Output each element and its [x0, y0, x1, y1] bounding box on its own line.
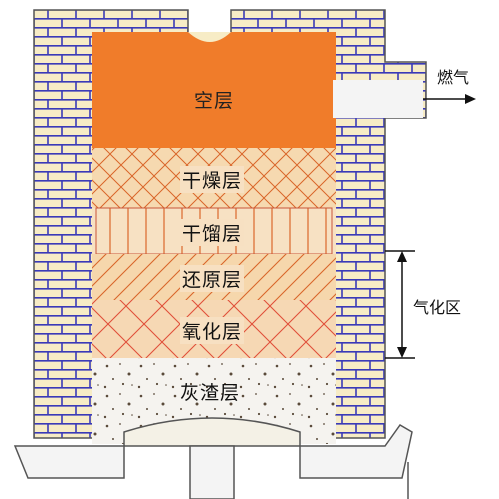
- base-left: [13, 445, 125, 479]
- base-center: [189, 445, 235, 499]
- drying-layer-label: 干燥层: [180, 166, 245, 193]
- ash-layer-label: 灰渣层: [180, 382, 241, 404]
- reduction-layer-label: 还原层: [180, 265, 245, 292]
- outlet-label: 燃气: [437, 68, 470, 87]
- gasification-zone-label: 气化区: [413, 298, 462, 317]
- base-right: [299, 424, 413, 479]
- outlet-pipe: [333, 80, 423, 118]
- space-layer-label: 空层: [193, 90, 234, 112]
- grate-dome: [123, 417, 301, 447]
- distillation-layer-label: 干馏层: [180, 219, 245, 246]
- space-layer: [92, 32, 336, 148]
- gasification-bracket: [385, 250, 415, 359]
- oxidation-layer-label: 氧化层: [180, 317, 245, 344]
- top-inlet-notch: [188, 32, 231, 42]
